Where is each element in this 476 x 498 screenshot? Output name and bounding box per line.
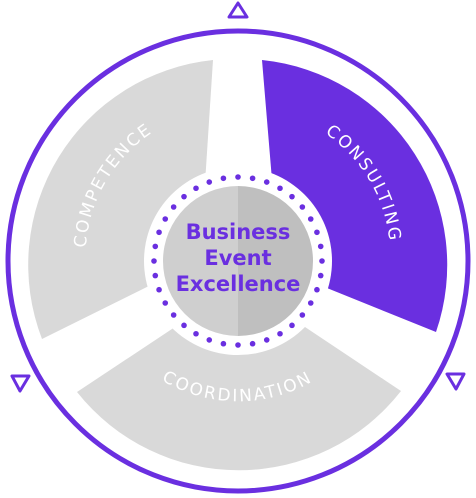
triangle-marker-left [10, 374, 31, 393]
ring-dot [235, 174, 241, 180]
ring-dot [151, 258, 157, 264]
center-title-line-3: Excellence [176, 272, 301, 296]
ring-dot [162, 300, 169, 306]
ring-dot [263, 179, 270, 185]
ring-dot [162, 216, 169, 222]
center-hub-left-half [163, 186, 238, 336]
ring-dot [319, 258, 325, 264]
ring-dot [314, 286, 320, 293]
ring-dot [170, 204, 177, 210]
ring-dot [156, 229, 162, 236]
ring-dot [289, 193, 295, 200]
ring-dot [152, 272, 159, 279]
ring-dot [317, 272, 324, 279]
triangle-marker-right [445, 372, 466, 391]
ring-dot [181, 193, 187, 200]
center-title-line-1: Business [186, 220, 291, 244]
ring-dot [206, 337, 213, 343]
ring-dot [314, 229, 320, 236]
center-hub-right-half [238, 186, 313, 336]
ring-dot [193, 330, 199, 337]
ring-dot [170, 312, 177, 318]
dotted-ring [151, 174, 325, 348]
ring-dot [263, 337, 270, 343]
ring-dot [299, 312, 306, 318]
outer-ring [5, 28, 471, 494]
ring-dot [152, 243, 159, 250]
ring-dot [249, 340, 256, 347]
ring-dot [299, 204, 306, 210]
ring-dot [317, 243, 324, 250]
center-title-line-2: Event [204, 246, 271, 270]
ring-dot [289, 322, 295, 329]
ring-dot [220, 175, 227, 182]
triangle-marker-top [227, 1, 249, 19]
ring-dot [220, 340, 227, 347]
ring-dot [277, 185, 283, 192]
ring-dot [193, 185, 199, 192]
segment-coordination [77, 317, 401, 471]
ring-dot [206, 179, 213, 185]
ring-dot [249, 175, 256, 182]
ring-dot [156, 286, 162, 293]
ring-dot [181, 322, 187, 329]
ring-dot [307, 216, 314, 222]
ring-dot [307, 300, 314, 306]
ring-dot [277, 330, 283, 337]
ring-dot [235, 342, 241, 348]
